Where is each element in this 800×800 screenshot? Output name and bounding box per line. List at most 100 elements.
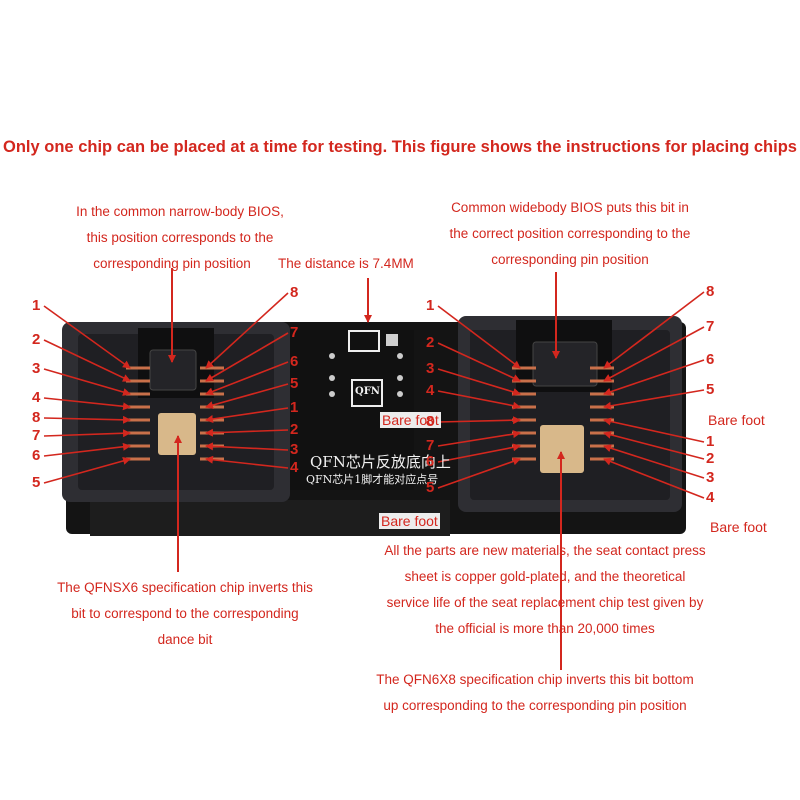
- pin-label-left-outer: 7: [32, 427, 41, 444]
- middle-jumper-area: [290, 330, 414, 490]
- pin-leader-line: [437, 457, 521, 489]
- note-wide-body-line: corresponding pin position: [491, 252, 649, 267]
- pin-label-right-left: 2: [426, 334, 435, 351]
- note-materials-line: the official is more than 20,000 times: [435, 621, 655, 636]
- pin-leader-line: [43, 457, 131, 484]
- pin-leader-line: [437, 390, 521, 410]
- pin-leader-line: [437, 443, 521, 463]
- bare-foot-label-center: Bare foot: [380, 412, 441, 428]
- pin-label-right-left: 1: [426, 297, 435, 314]
- silkscreen-line-2: QFN芯片1脚才能对应点号: [306, 473, 439, 486]
- pin-leader-line: [603, 417, 705, 443]
- pin-leader-line: [205, 428, 289, 437]
- pin-label-left-outer: 3: [32, 360, 41, 377]
- silkscreen-line-1: QFN芯片反放底向上: [310, 453, 451, 471]
- left-chip-pad: [158, 413, 196, 455]
- pin-label-left-right: 5: [290, 375, 299, 392]
- note-qfn6x8-line: up corresponding to the corresponding pi…: [383, 698, 687, 713]
- note-qfn6x8: The QFN6X8 specification chip inverts th…: [335, 667, 735, 719]
- note-narrow-body-line: corresponding pin position: [93, 256, 251, 271]
- pin-label-right-left: 4: [426, 382, 435, 399]
- note-narrow-body: In the common narrow-body BIOS, this pos…: [30, 199, 330, 277]
- pin-label-left-right: 1: [290, 399, 299, 416]
- bare-foot-label-bottom-right: Bare foot: [708, 519, 769, 535]
- pin-label-right-outer: 3: [706, 469, 715, 486]
- pin-leader-line: [603, 359, 705, 396]
- pin-leader-line: [603, 457, 705, 499]
- pin-label-right-left: 7: [426, 437, 435, 454]
- pin-label-right-outer: 8: [706, 283, 715, 300]
- note-qfn5x6-line: dance bit: [157, 632, 213, 647]
- pin-label-right-outer: 2: [706, 450, 715, 467]
- pin-leader-line: [43, 442, 131, 457]
- left-socket: [62, 322, 290, 502]
- pin-leader-line: [43, 305, 131, 369]
- note-distance: The distance is 7.4MM: [278, 256, 414, 271]
- silkscreen-qfn-mark: QFN: [355, 386, 380, 397]
- pin-label-left-outer: 8: [32, 409, 41, 426]
- right-chip-pad: [540, 425, 584, 473]
- pin-leader-line: [603, 326, 705, 382]
- pin-label-left-right: 7: [290, 324, 299, 341]
- pin-label-left-right: 3: [290, 441, 299, 458]
- pin-leader-line: [603, 444, 705, 479]
- pin-label-left-right: 8: [290, 284, 299, 301]
- pin-label-left-right: 4: [290, 459, 299, 476]
- right-socket-lid: [532, 341, 598, 387]
- pin-leader-line: [205, 292, 289, 369]
- note-qfn5x6: The QFNSX6 specification chip inverts th…: [30, 575, 340, 653]
- pin-leader-line: [437, 368, 521, 396]
- pin-leader-line: [43, 397, 131, 411]
- note-qfn5x6-line: The QFNSX6 specification chip inverts th…: [57, 580, 313, 595]
- pin-label-left-right: 2: [290, 421, 299, 438]
- pin-label-right-outer: 6: [706, 351, 715, 368]
- pin-leader-line: [205, 383, 289, 409]
- pin-leader-line: [205, 332, 289, 382]
- pin-leader-line: [205, 442, 289, 451]
- pin-label-right-left: 8: [426, 413, 435, 430]
- note-materials: All the parts are new materials, the sea…: [350, 538, 740, 642]
- right-socket: [458, 316, 682, 512]
- note-qfn6x8-line: The QFN6X8 specification chip inverts th…: [376, 672, 694, 687]
- pin-leader-lines: [43, 291, 705, 499]
- note-qfn5x6-line: bit to correspond to the corresponding: [71, 606, 299, 621]
- pin-leader-line: [205, 455, 289, 469]
- annotation-arrows: [168, 268, 565, 670]
- note-materials-line: All the parts are new materials, the sea…: [384, 543, 706, 558]
- pin-leader-line: [43, 415, 131, 424]
- bare-foot-label-bottom: Bare foot: [379, 513, 440, 529]
- note-narrow-body-line: In the common narrow-body BIOS,: [76, 204, 284, 219]
- note-materials-line: sheet is copper gold-plated, and the the…: [404, 569, 686, 584]
- pin-label-right-outer: 4: [706, 489, 715, 506]
- pin-leader-line: [603, 389, 705, 410]
- pin-label-right-outer: 7: [706, 318, 715, 335]
- page-title: Only one chip can be placed at a time fo…: [3, 138, 797, 156]
- pin-leader-line: [43, 368, 131, 396]
- note-materials-line: service life of the seat replacement chi…: [386, 595, 704, 610]
- pin-label-right-left: 6: [426, 453, 435, 470]
- note-wide-body-line: Common widebody BIOS puts this bit in: [451, 200, 689, 215]
- pin-label-right-outer: 1: [706, 433, 715, 450]
- pin-label-left-right: 6: [290, 353, 299, 370]
- pin-label-left-outer: 5: [32, 474, 41, 491]
- pin-label-left-outer: 4: [32, 389, 41, 406]
- pin-label-right-left: 3: [426, 360, 435, 377]
- bare-foot-label-right: Bare foot: [706, 412, 767, 428]
- pin-leader-line: [43, 339, 131, 382]
- pin-leader-line: [205, 361, 289, 396]
- pin-leader-line: [43, 429, 131, 438]
- note-narrow-body-line: this position corresponds to the: [86, 230, 274, 245]
- pin-label-right-outer: 5: [706, 381, 715, 398]
- pin-label-left-outer: 2: [32, 331, 41, 348]
- pin-leader-line: [437, 430, 521, 447]
- pin-leader-line: [437, 342, 521, 382]
- note-wide-body: Common widebody BIOS puts this bit in th…: [420, 195, 720, 273]
- pin-leader-line: [603, 430, 705, 460]
- pin-leader-line: [205, 407, 289, 423]
- pin-label-right-left: 5: [426, 479, 435, 496]
- pin-label-left-outer: 6: [32, 447, 41, 464]
- pin-leader-line: [603, 291, 705, 369]
- note-wide-body-line: the correct position corresponding to th…: [449, 226, 691, 241]
